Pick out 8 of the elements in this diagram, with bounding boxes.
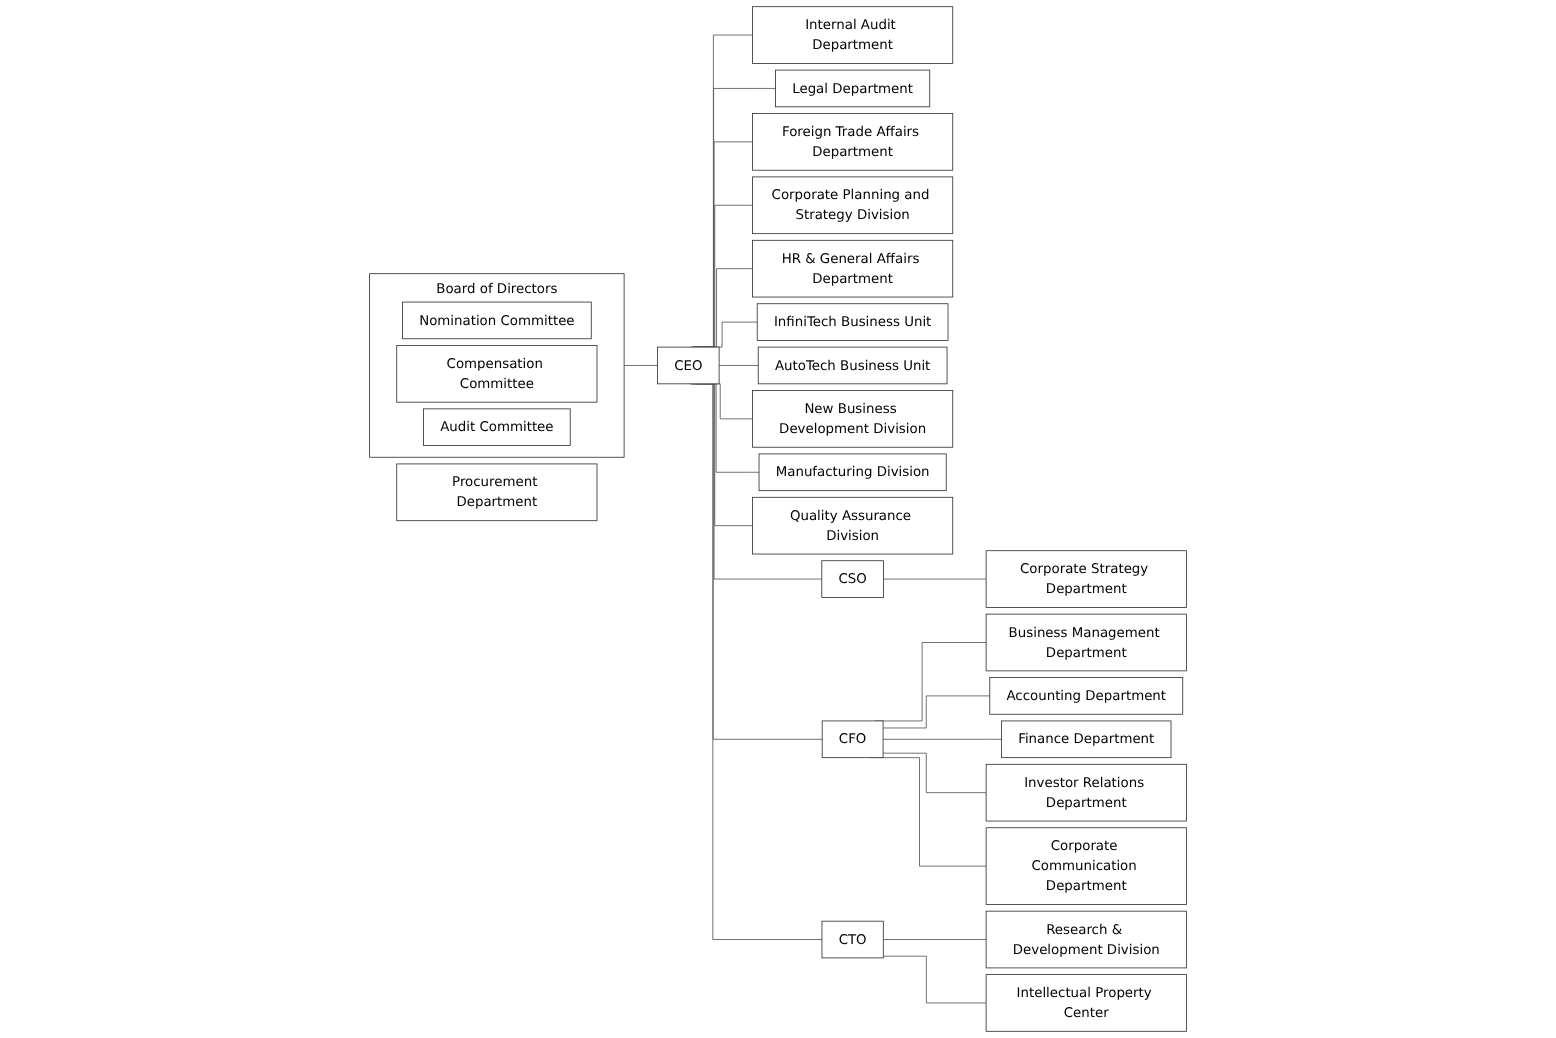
connector — [882, 738, 1002, 740]
connector — [882, 955, 987, 1004]
connector — [883, 578, 987, 580]
connector — [623, 365, 658, 366]
connector — [882, 752, 987, 794]
connector — [882, 695, 991, 729]
connector — [882, 939, 987, 940]
connector — [718, 365, 759, 366]
